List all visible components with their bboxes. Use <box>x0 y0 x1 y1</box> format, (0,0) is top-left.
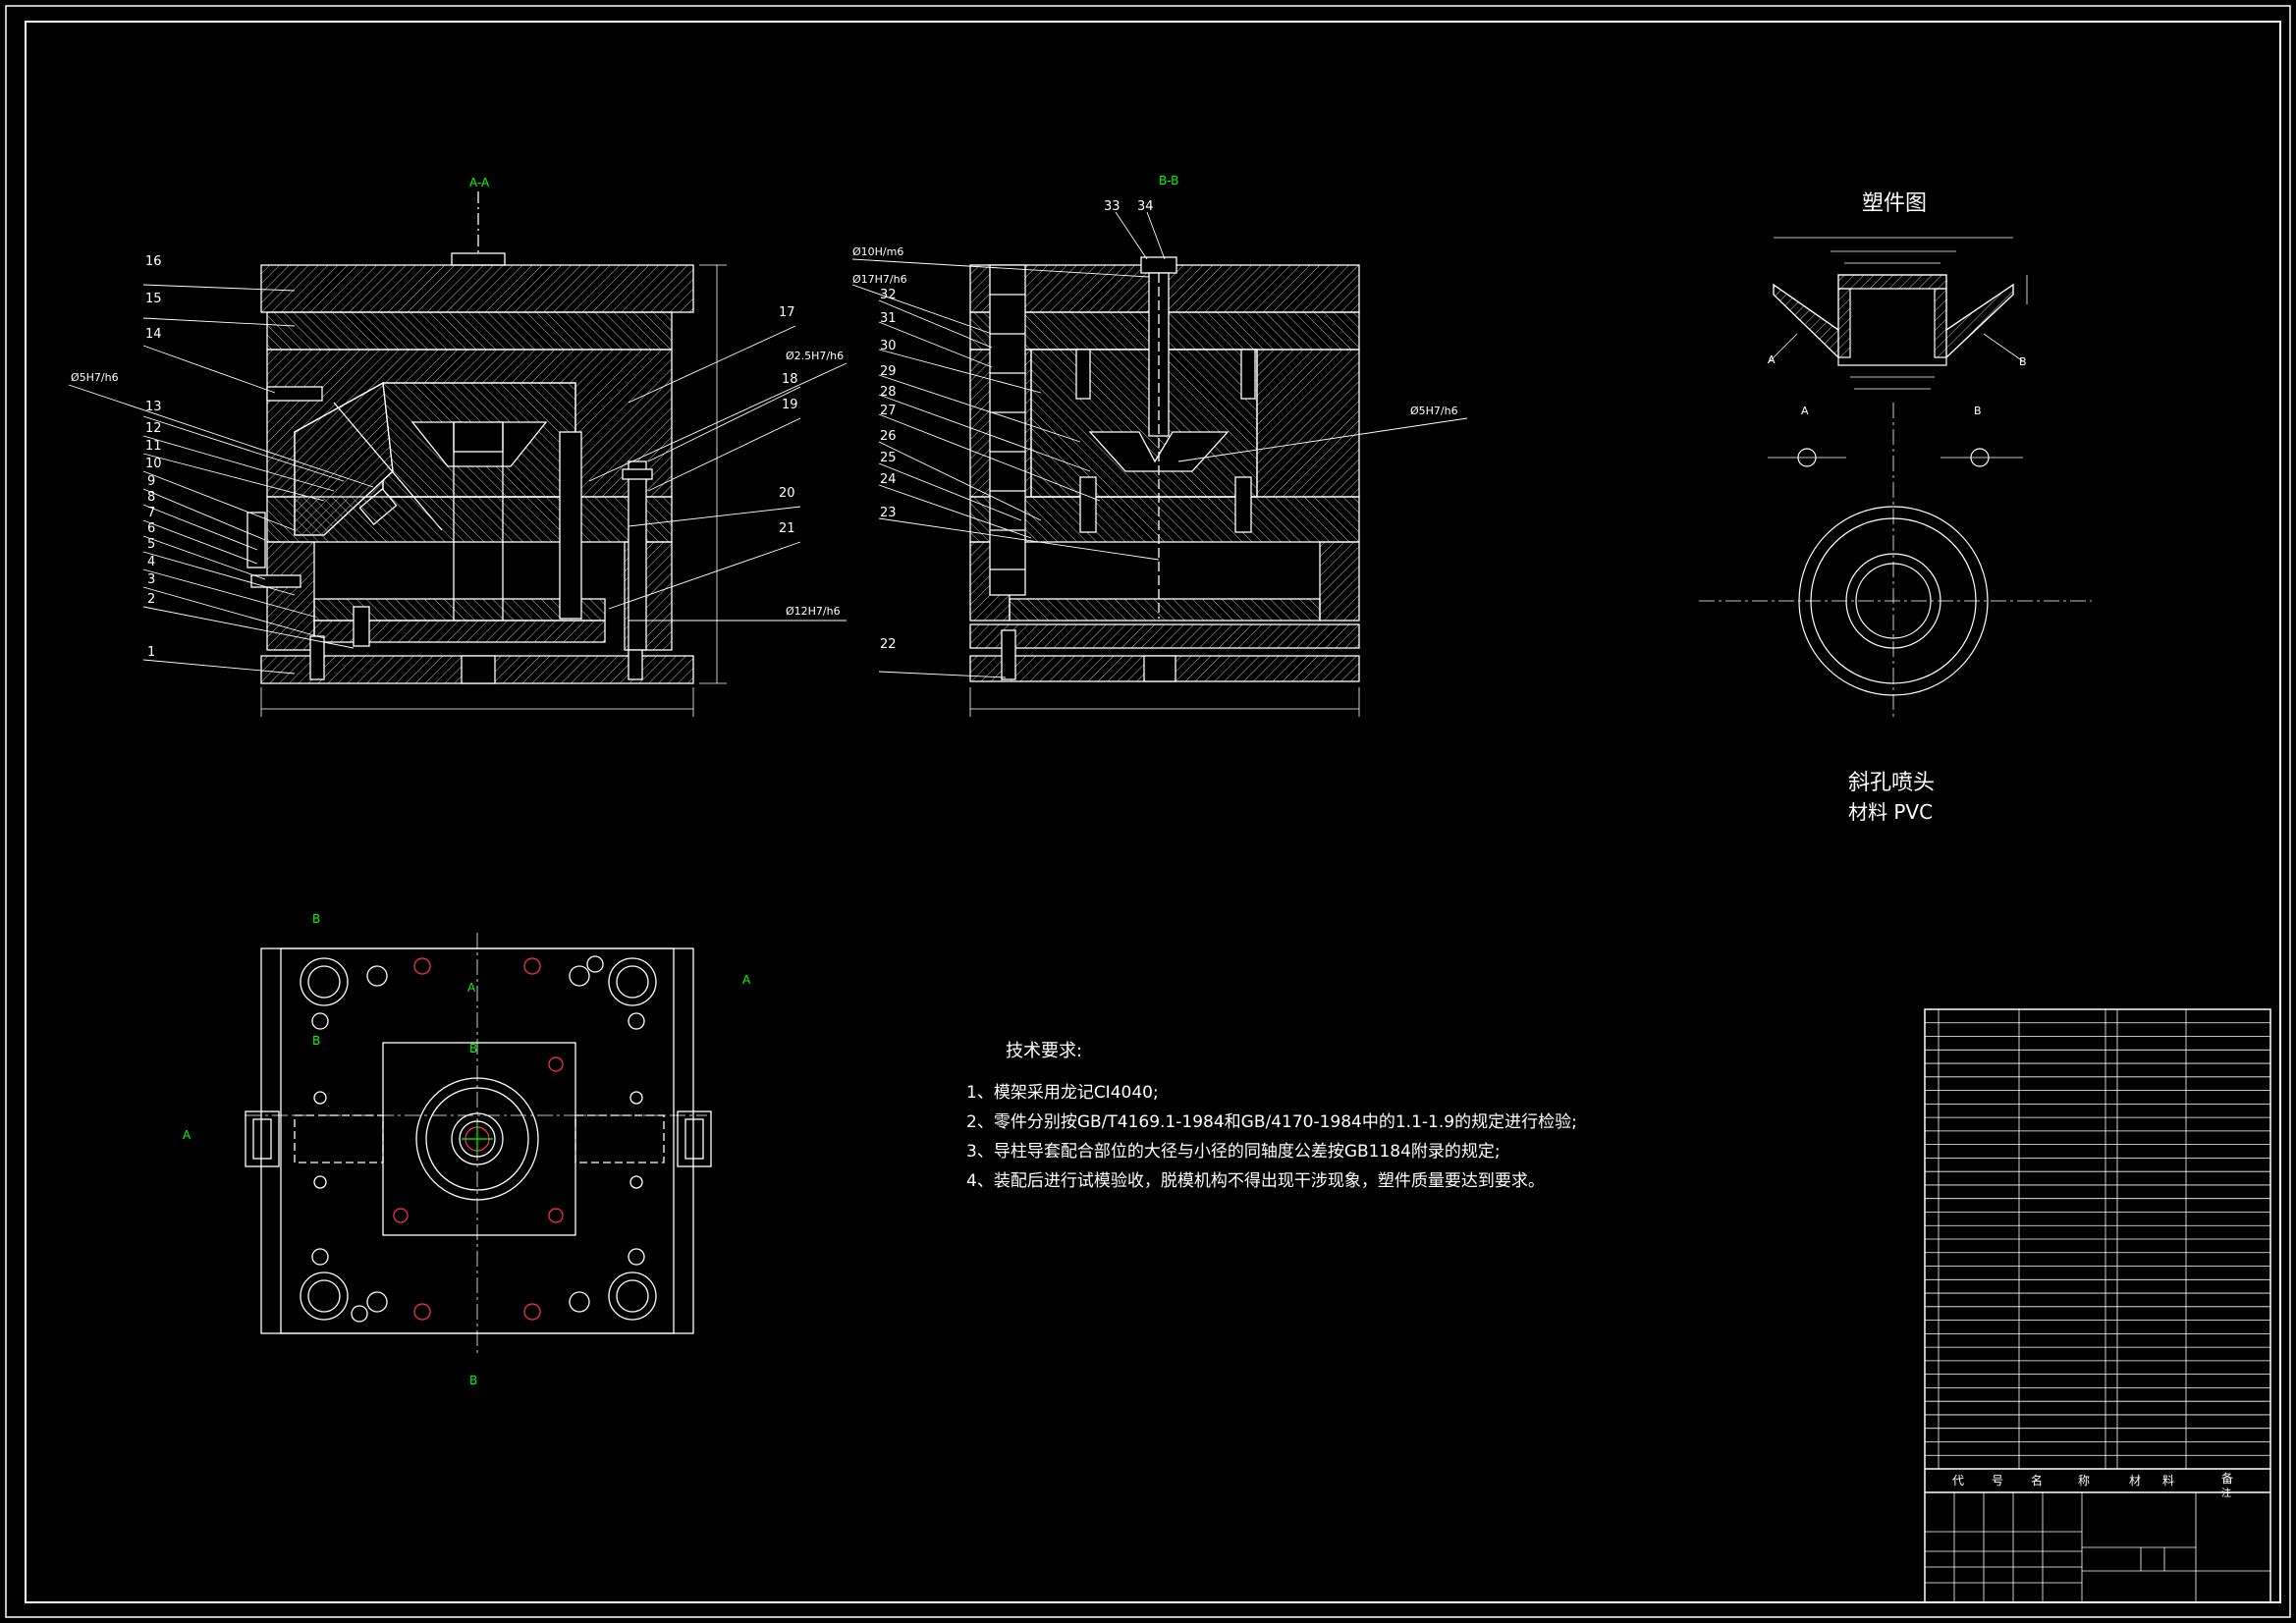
callout-fit-2-5: Ø2.5H7/h6 <box>786 350 844 362</box>
section-aa-view: A-A <box>246 176 727 717</box>
callout-26: 26 <box>880 429 897 444</box>
bb-callouts <box>851 211 1468 678</box>
callout-14: 14 <box>145 327 162 342</box>
callout-3: 3 <box>147 572 155 587</box>
mark-a-right: A <box>742 973 751 987</box>
plan-accent-marks <box>393 957 564 1321</box>
tech-requirements: 技术要求: 1、模架采用龙记CI4040; 2、零件分别按GB/T4169.1-… <box>966 1041 1577 1191</box>
hdr-code-2: 号 <box>1992 1474 2003 1488</box>
callout-34: 34 <box>1137 199 1154 214</box>
plan-section-marks: B B B B A A A <box>183 912 751 1387</box>
aa-left-callout-labels: 16 15 14 Ø5H7/h6 13 12 11 10 9 8 7 6 5 4… <box>71 254 162 660</box>
aa-left-callouts <box>68 284 374 675</box>
callout-fit-5-bb: Ø5H7/h6 <box>1410 405 1458 417</box>
callout-13: 13 <box>145 400 162 414</box>
section-bb-view: B-B <box>969 174 1360 717</box>
tech-item-2: 2、零件分别按GB/T4169.1-1984和GB/4170-1984中的1.1… <box>966 1112 1577 1132</box>
callout-12: 12 <box>145 421 162 436</box>
tech-heading: 技术要求: <box>1006 1041 1082 1061</box>
callout-20: 20 <box>779 486 795 501</box>
mark-b-bottom: B <box>469 1374 477 1387</box>
callout-16: 16 <box>145 254 162 269</box>
callout-29: 29 <box>880 364 897 379</box>
callout-24: 24 <box>880 472 897 487</box>
bb-callout-labels: Ø10H/m6 Ø17H7/h6 32 31 30 29 28 27 26 25… <box>852 199 1458 652</box>
section-bb-label: B-B <box>1159 174 1178 188</box>
mark-a-top: A <box>467 981 476 995</box>
detail-a-label: A <box>1801 405 1809 417</box>
callout-11: 11 <box>145 439 162 454</box>
callout-25: 25 <box>880 451 897 465</box>
parts-list-header: 代 号 名 称 材 料 备 注 <box>1952 1472 2233 1499</box>
callout-31: 31 <box>880 311 897 326</box>
callout-22: 22 <box>880 637 897 652</box>
callout-fit-17: Ø17H7/h6 <box>852 273 907 286</box>
callout-4: 4 <box>147 555 155 569</box>
detail-b-label: B <box>1974 405 1982 417</box>
callout-8: 8 <box>147 490 155 505</box>
part-drawing: 塑件图 <box>1699 191 2092 824</box>
callout-32: 32 <box>880 288 897 302</box>
callout-fit-12: Ø12H7/h6 <box>786 605 841 618</box>
mark-b-left: B <box>312 912 320 926</box>
plan-view <box>245 933 712 1355</box>
parts-list-table <box>1924 1008 2271 1603</box>
callout-19: 19 <box>782 398 798 412</box>
part-section-b: B <box>2019 355 2027 368</box>
part-drawing-title: 塑件图 <box>1862 191 1927 216</box>
part-material: 材料 PVC <box>1848 800 1933 824</box>
callout-23: 23 <box>880 506 897 520</box>
mark-b-top: B <box>469 1042 477 1055</box>
callout-5: 5 <box>147 537 155 552</box>
callout-9: 9 <box>147 474 155 489</box>
callout-15: 15 <box>145 292 162 306</box>
callout-17: 17 <box>779 305 795 320</box>
hdr-material-1: 材 <box>2129 1474 2141 1488</box>
aa-right-callouts <box>588 325 847 622</box>
hdr-remark: 备 <box>2221 1472 2233 1486</box>
callout-1: 1 <box>147 645 155 660</box>
part-name: 斜孔喷头 <box>1848 771 1935 795</box>
hdr-remark-note: 注 <box>2221 1487 2231 1499</box>
tech-item-3: 3、导柱导套配合部位的大径与小径的同轴度公差按GB1184附录的规定; <box>966 1142 1501 1162</box>
callout-10: 10 <box>145 457 162 471</box>
inner-border <box>25 21 2281 1603</box>
callout-28: 28 <box>880 385 897 400</box>
callout-fit-10: Ø10H/m6 <box>852 245 903 258</box>
tech-item-1: 1、模架采用龙记CI4040; <box>966 1083 1159 1103</box>
mark-a-left: A <box>183 1128 191 1142</box>
callout-30: 30 <box>880 339 897 353</box>
outer-border <box>5 5 2291 1618</box>
callout-7: 7 <box>147 506 155 520</box>
hdr-name-1: 名 <box>2031 1473 2043 1488</box>
hdr-code-1: 代 <box>1952 1474 1964 1488</box>
callout-21: 21 <box>779 521 795 536</box>
section-aa-label: A-A <box>469 176 490 189</box>
callout-18: 18 <box>782 372 798 387</box>
hdr-material-2: 料 <box>2162 1474 2174 1488</box>
callout-2: 2 <box>147 592 155 607</box>
aa-right-callout-labels: 17 Ø2.5H7/h6 18 19 20 21 Ø12H7/h6 <box>779 305 844 618</box>
callout-33: 33 <box>1104 199 1121 214</box>
callout-6: 6 <box>147 521 155 536</box>
hdr-name-2: 称 <box>2078 1474 2090 1488</box>
tech-item-4: 4、装配后进行试模验收，脱模机构不得出现干涉现象，塑件质量要达到要求。 <box>966 1171 1545 1191</box>
mark-b-mid: B <box>312 1034 320 1048</box>
callout-fit-5: Ø5H7/h6 <box>71 371 119 384</box>
part-section-a: A <box>1768 353 1776 366</box>
callout-27: 27 <box>880 404 897 418</box>
